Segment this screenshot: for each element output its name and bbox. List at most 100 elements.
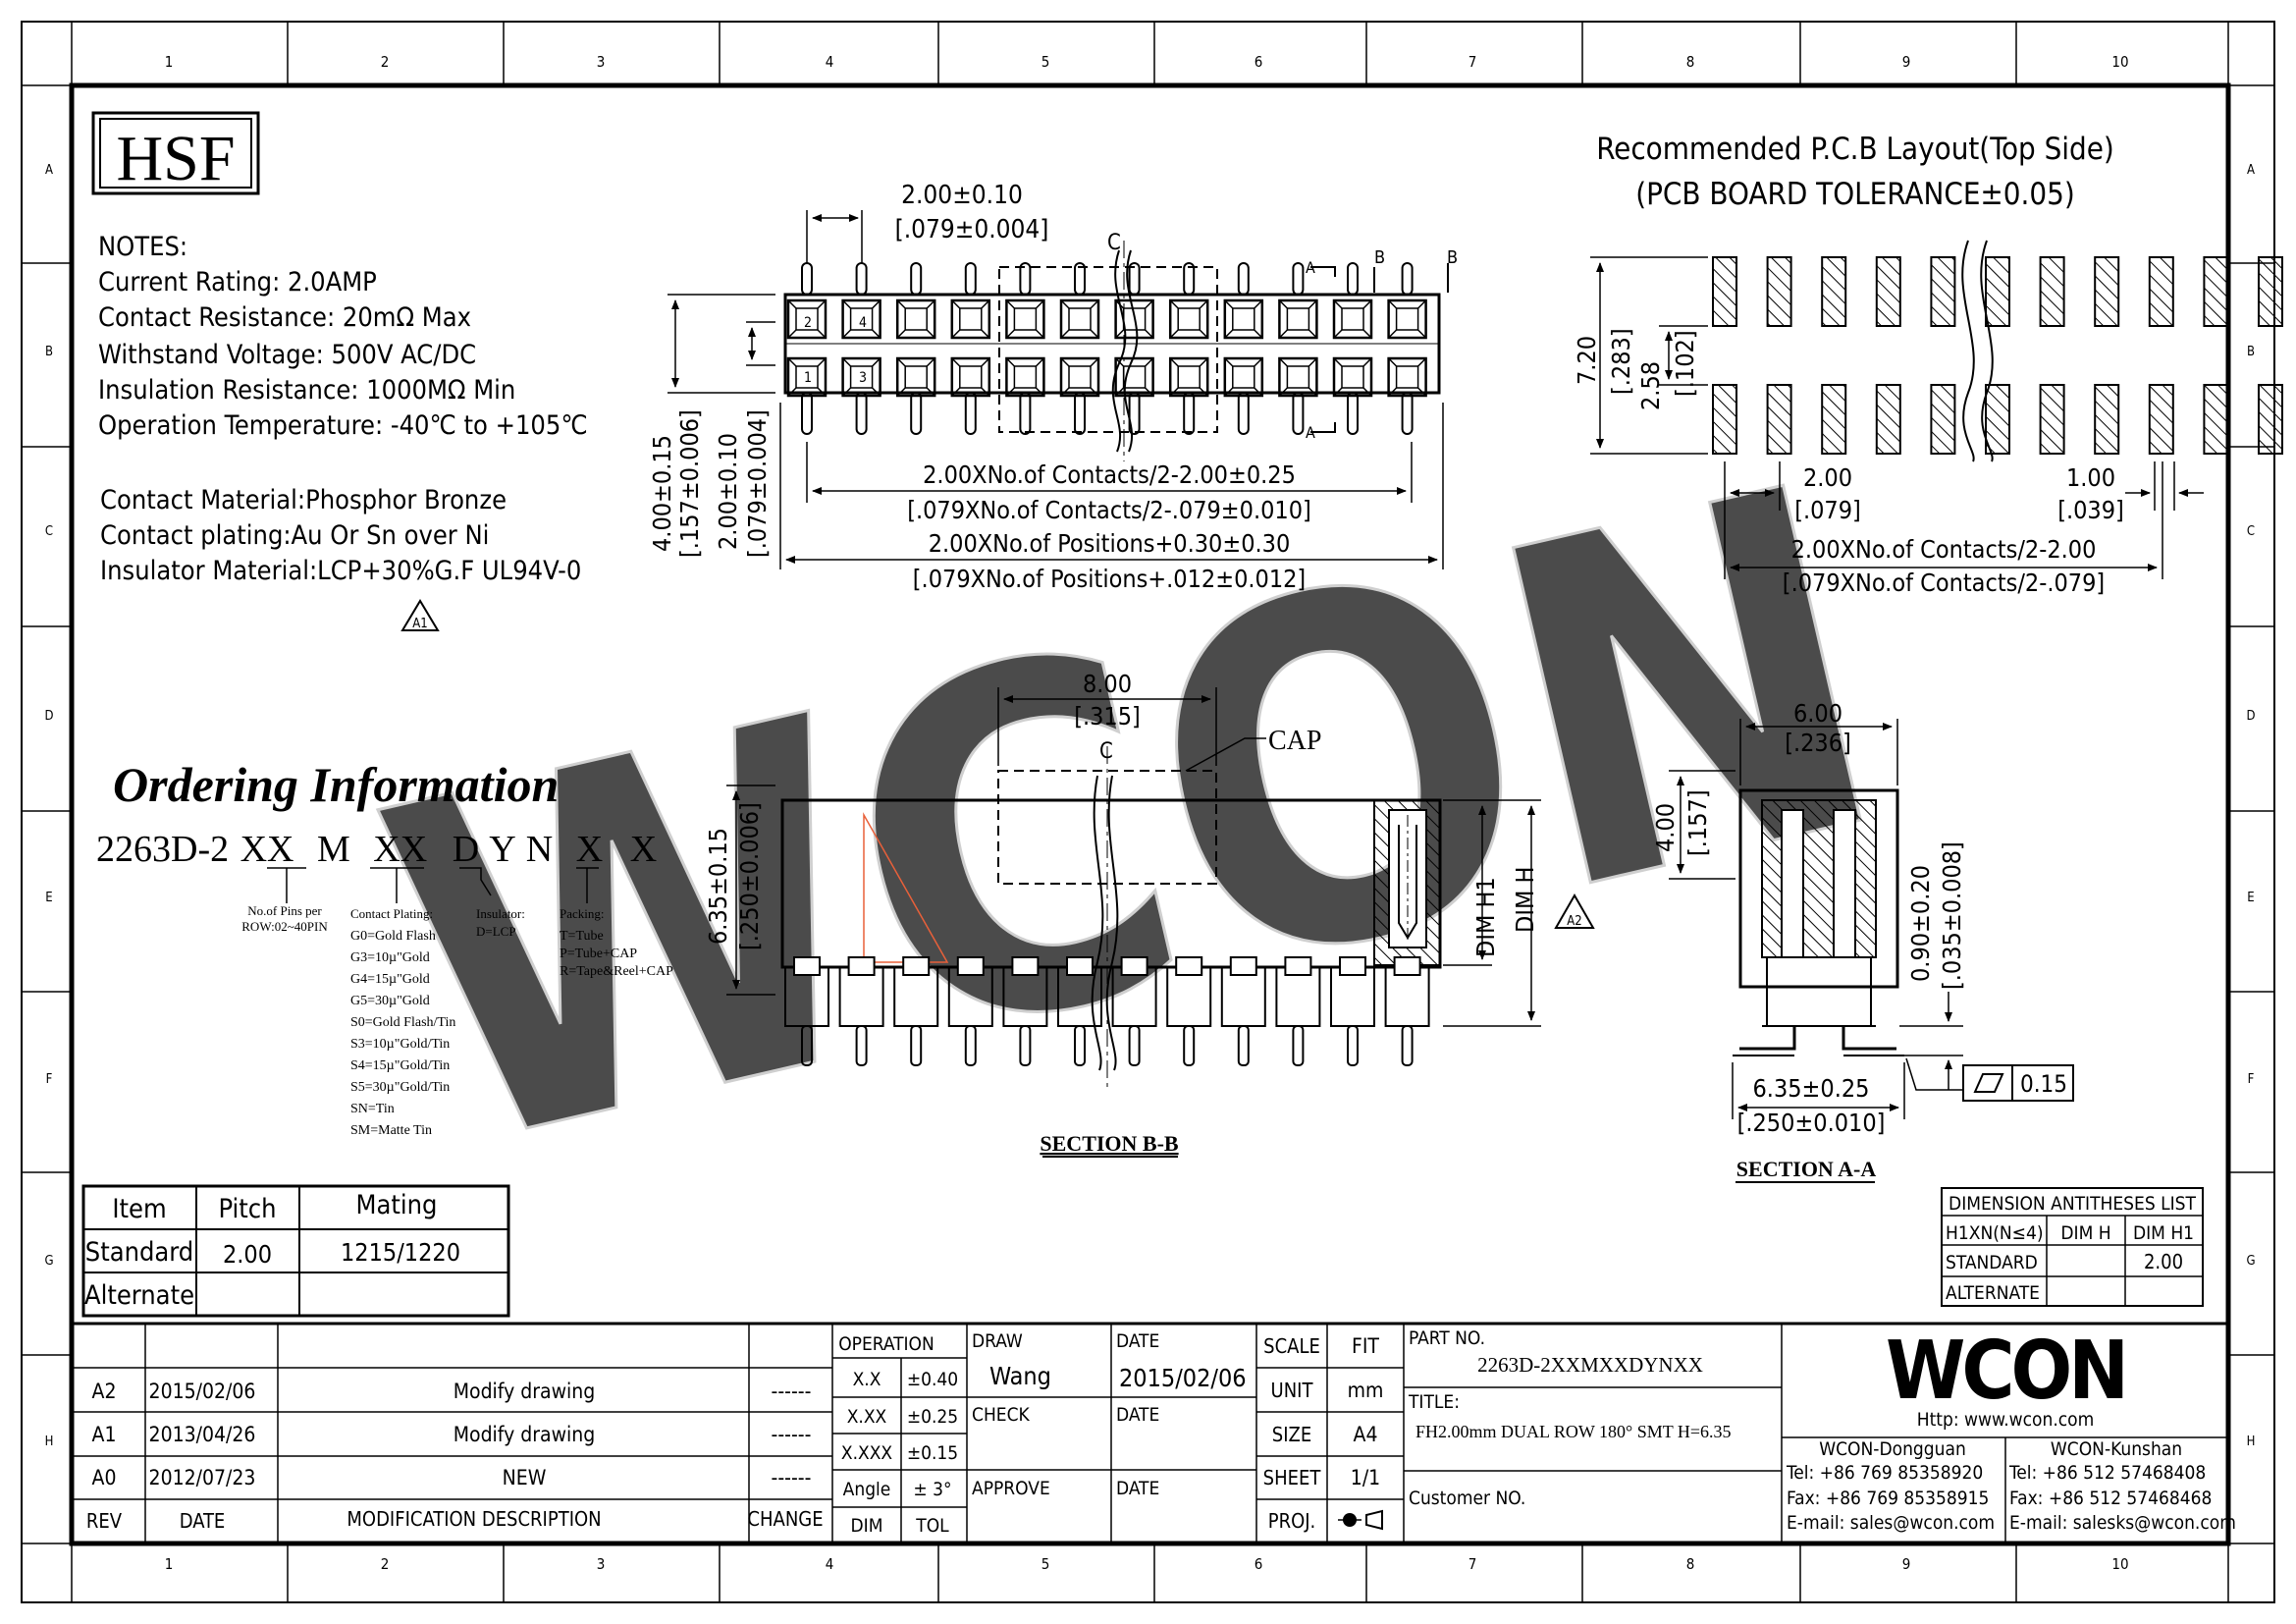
contact-pin (1019, 392, 1032, 435)
plating-option: S4=15µ"Gold/Tin (350, 1058, 450, 1073)
pcb-pad (2039, 256, 2065, 327)
company-logo: WCON (1886, 1325, 2125, 1418)
scale-label: SHEET (1263, 1466, 1322, 1489)
material-line: Insulator Material:LCP+30%G.F UL94V-0 (100, 556, 581, 586)
contact-pin (1237, 262, 1250, 296)
contact-pin (910, 262, 923, 296)
tolerance-cell: ± 3° (913, 1479, 951, 1500)
row-marker: F (2248, 1072, 2255, 1087)
contact-pin (1292, 392, 1305, 435)
contact-pin (1401, 262, 1414, 296)
contact-cell-bevel (842, 357, 881, 397)
contact-cell-inner (1341, 307, 1364, 331)
column-marker: 7 (1468, 53, 1477, 71)
contact-cell (950, 298, 991, 340)
pcb-pad (2203, 256, 2229, 327)
pcb-pad (2258, 384, 2283, 455)
row-marker: G (2246, 1254, 2255, 1269)
column-marker: 3 (597, 53, 606, 71)
office-tel: Tel: +86 512 57468408 (2008, 1462, 2206, 1484)
contact-cell-bevel (1060, 299, 1099, 339)
height-dim-in: [.157±0.006] (675, 409, 704, 558)
section-pin-tail (855, 1025, 868, 1066)
contact-pin (1128, 392, 1141, 435)
office-email: E-mail: sales@wcon.com (1787, 1512, 1995, 1534)
aa-span-in: [.250±0.010] (1737, 1109, 1886, 1137)
section-pin-head (793, 956, 821, 976)
center-mark: C (1099, 739, 1113, 764)
contact-pin (1074, 262, 1086, 296)
pcb-dim: 2.00 (1803, 463, 1852, 492)
company-website: Http: www.wcon.com (1917, 1409, 2095, 1431)
contact-cell (841, 356, 881, 398)
pcb-dim-in: [.283] (1607, 328, 1635, 395)
contact-pin (964, 392, 977, 435)
contact-pin (964, 262, 977, 296)
check-label: CHECK (972, 1404, 1031, 1426)
code-part: X (576, 829, 603, 870)
column-marker: 2 (381, 1555, 390, 1573)
contact-cell-bevel (787, 299, 827, 339)
cap-label: CAP (1268, 726, 1321, 756)
revision-triangle-icon: A2 (1554, 893, 1595, 929)
notes-block: NOTES: Current Rating: 2.0AMP Contact Re… (98, 232, 588, 631)
column-marker: 1 (165, 53, 174, 71)
table-cell: 2.00 (2144, 1250, 2183, 1273)
office-name: WCON-Dongguan (1819, 1438, 1966, 1460)
pcb-pad (1712, 384, 1737, 455)
date-label: DATE (1116, 1478, 1159, 1499)
pcb-layout: Recommended P.C.B Layout(Top Side) (PCB … (1573, 132, 2283, 597)
contact-cell-inner (1177, 307, 1201, 331)
scale-value: FIT (1352, 1334, 1379, 1358)
contact-cell (1387, 356, 1427, 398)
table-title: DIMENSION ANTITHESES LIST (1949, 1193, 2196, 1215)
tolerance-footer: TOL (915, 1515, 949, 1537)
contact-pin (801, 392, 813, 435)
contact-pin (1292, 262, 1305, 296)
plating-option: SM=Matte Tin (350, 1123, 432, 1138)
pcb-dim-in: [.039] (2057, 496, 2124, 524)
plating-option: G3=10µ"Gold (350, 950, 430, 965)
table-cell: STANDARD (1946, 1252, 2038, 1273)
plating-option: S3=10µ"Gold/Tin (350, 1037, 450, 1052)
scale-value: mm (1348, 1379, 1384, 1402)
aa-cap-height-in: [.157] (1683, 789, 1712, 856)
contact-cell-bevel (1060, 357, 1099, 397)
revision-header: REV (86, 1509, 123, 1533)
contact-pin (1347, 392, 1359, 435)
contact-pin (1347, 262, 1359, 296)
pin-number: 2 (804, 315, 812, 331)
contact-cell-inner (904, 365, 928, 389)
pins-label: ROW:02~40PIN (241, 919, 328, 934)
revision-marker: A1 (412, 617, 427, 631)
pcb-dim-in: [.102] (1671, 330, 1699, 397)
row-marker: B (2247, 345, 2255, 359)
center-mark: C (1107, 231, 1121, 255)
table-header: Pitch (218, 1194, 276, 1224)
section-pin-tail (801, 1025, 813, 1066)
cap-width-in: [.315] (1074, 702, 1141, 731)
contact-cell (1114, 298, 1154, 340)
contact-cell-inner (1013, 365, 1038, 389)
column-marker: 5 (1041, 53, 1050, 71)
contact-cell (841, 298, 881, 340)
flatness-icon (1973, 1073, 2004, 1093)
pcb-pad (2203, 384, 2229, 455)
tolerance-header: OPERATION (838, 1333, 934, 1355)
pcb-pad (1766, 256, 1792, 327)
contact-cell-bevel (1278, 357, 1317, 397)
row-marker: D (44, 709, 53, 724)
contact-cell-inner (1177, 365, 1201, 389)
contact-cell-inner (1232, 307, 1255, 331)
pcb-pad (1985, 384, 2010, 455)
pcb-pad (1985, 256, 2010, 327)
section-pin-head (1011, 956, 1040, 976)
pin-number: 3 (859, 370, 867, 386)
section-mark: B (1374, 247, 1385, 268)
table-cell: Standard (85, 1237, 193, 1268)
section-pin-tail (1074, 1025, 1086, 1066)
plating-options: G0=Gold FlashG3=10µ"GoldG4=15µ"GoldG5=30… (350, 929, 455, 1138)
row-marker: E (45, 891, 52, 905)
tolerance-cell: X.XX (847, 1406, 887, 1428)
